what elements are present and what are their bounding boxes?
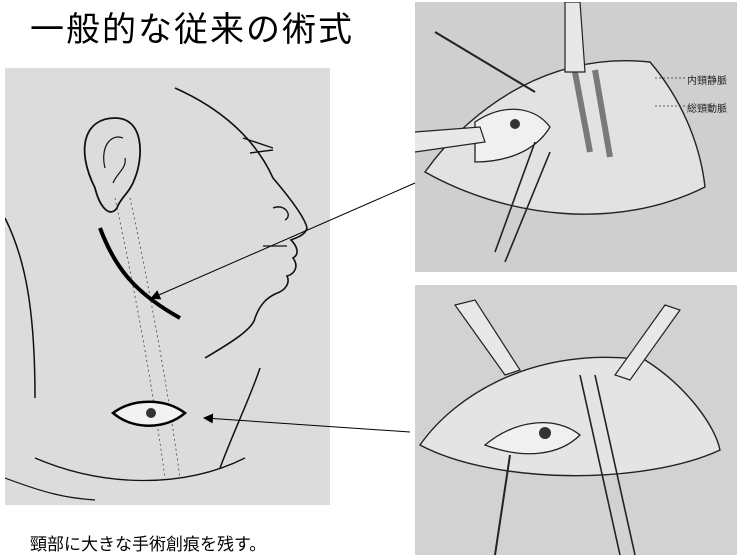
- surgical-drawing-lower: [418, 299, 721, 555]
- page-title: 一般的な従来の術式: [30, 10, 354, 50]
- surgical-view-lower: [415, 285, 737, 555]
- surgical-drawing-upper: [415, 2, 706, 263]
- label-internal-jugular-vein: 内頸静脈: [687, 76, 727, 87]
- label-common-carotid-artery: 総頸動脈: [687, 104, 727, 115]
- neck-drawing: [5, 87, 308, 501]
- neck-illustration: [5, 68, 330, 505]
- surgical-view-upper: 内頸静脈 総頸動脈: [415, 2, 737, 272]
- figure-caption: 頸部に大きな手術創痕を残す。: [30, 535, 267, 555]
